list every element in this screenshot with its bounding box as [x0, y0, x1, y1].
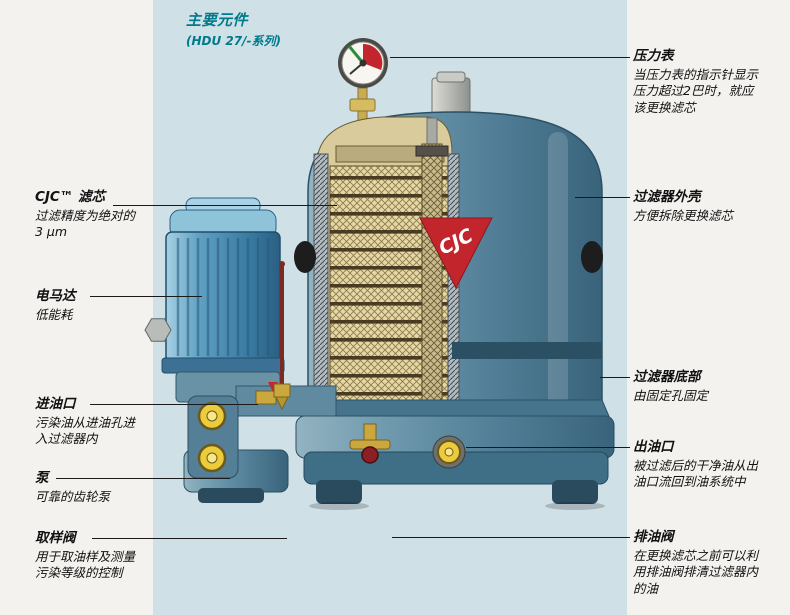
- leader-filter-insert: [113, 205, 337, 206]
- page-subtitle: (HDU 27/-系列): [186, 34, 281, 48]
- pressure-gauge-stem: [349, 87, 376, 133]
- hex-plug: [144, 318, 172, 342]
- label-pump-title: 泵: [35, 470, 49, 486]
- label-drain-valve: 排油阀 在更换滤芯之前可以利用排油阀排清过滤器内的油: [633, 529, 759, 597]
- filter-element-cutaway: [317, 116, 453, 421]
- label-outlet: 出油口 被过滤后的干净油从出油口流回到油系统中: [633, 439, 759, 491]
- label-base-desc: 由固定孔固定: [633, 388, 709, 404]
- label-motor: 电马达 低能耗: [35, 288, 141, 323]
- label-motor-desc: 低能耗: [35, 307, 73, 323]
- label-sampling-valve: 取样阀 用于取油样及测量污染等级的控制: [35, 530, 141, 582]
- clamp-knob-right: [581, 241, 603, 273]
- drain-valve: [349, 423, 391, 464]
- leader-base: [600, 377, 630, 378]
- sampling-valve: [273, 261, 291, 411]
- outlet-port: [432, 435, 466, 469]
- pressure-gauge: [338, 38, 388, 88]
- leader-sampling-valve: [92, 538, 287, 539]
- label-housing-desc: 方便拆除更换滤芯: [633, 208, 734, 224]
- label-sampling-valve-desc: 用于取油样及测量污染等级的控制: [35, 549, 136, 581]
- page-title: 主要元件: [186, 11, 249, 29]
- label-inlet-title: 进油口: [35, 396, 76, 412]
- label-pressure-gauge-title: 压力表: [633, 48, 674, 64]
- label-sampling-valve-title: 取样阀: [35, 530, 76, 546]
- label-motor-title: 电马达: [35, 288, 76, 304]
- leader-inlet: [90, 404, 258, 405]
- label-housing: 过滤器外壳 方便拆除更换滤芯: [633, 189, 759, 224]
- leader-housing: [575, 197, 630, 198]
- label-housing-title: 过滤器外壳: [633, 189, 701, 205]
- label-outlet-desc: 被过滤后的干净油从出油口流回到油系统中: [633, 458, 759, 490]
- title-block: 主要元件 (HDU 27/-系列): [186, 9, 281, 49]
- label-pump: 泵 可靠的齿轮泵: [35, 470, 141, 505]
- label-inlet-desc: 污染油从进油孔进入过滤器内: [35, 415, 136, 447]
- clamp-knob-left: [294, 241, 316, 273]
- label-pump-desc: 可靠的齿轮泵: [35, 489, 111, 505]
- label-pressure-gauge: 压力表 当压力表的指示针显示压力超过2巴时，就应该更换滤芯: [633, 48, 759, 116]
- leader-pressure-gauge: [390, 57, 630, 58]
- label-filter-insert-title: CJC™ 滤芯: [35, 189, 106, 205]
- label-filter-insert-desc: 过滤精度为绝对的3 µm: [35, 208, 136, 240]
- leader-motor: [90, 296, 202, 297]
- leader-drain-valve: [392, 537, 630, 538]
- label-pressure-gauge-desc: 当压力表的指示针显示压力超过2巴时，就应该更换滤芯: [633, 67, 759, 115]
- inlet-port-plate: [187, 395, 239, 479]
- label-filter-insert: CJC™ 滤芯 过滤精度为绝对的3 µm: [35, 189, 141, 241]
- leader-outlet: [466, 447, 630, 448]
- cjc-logo: CJC: [419, 217, 493, 290]
- label-base-title: 过滤器底部: [633, 369, 701, 385]
- housing-seam: [452, 342, 602, 359]
- label-drain-valve-desc: 在更换滤芯之前可以利用排油阀排清过滤器内的油: [633, 548, 759, 596]
- motor-cooling-fins: [176, 238, 270, 356]
- leader-pump: [56, 478, 230, 479]
- label-drain-valve-title: 排油阀: [633, 529, 674, 545]
- label-outlet-title: 出油口: [633, 439, 674, 455]
- electric-motor: [144, 197, 285, 374]
- label-base: 过滤器底部 由固定孔固定: [633, 369, 759, 404]
- label-inlet: 进油口 污染油从进油孔进入过滤器内: [35, 396, 141, 448]
